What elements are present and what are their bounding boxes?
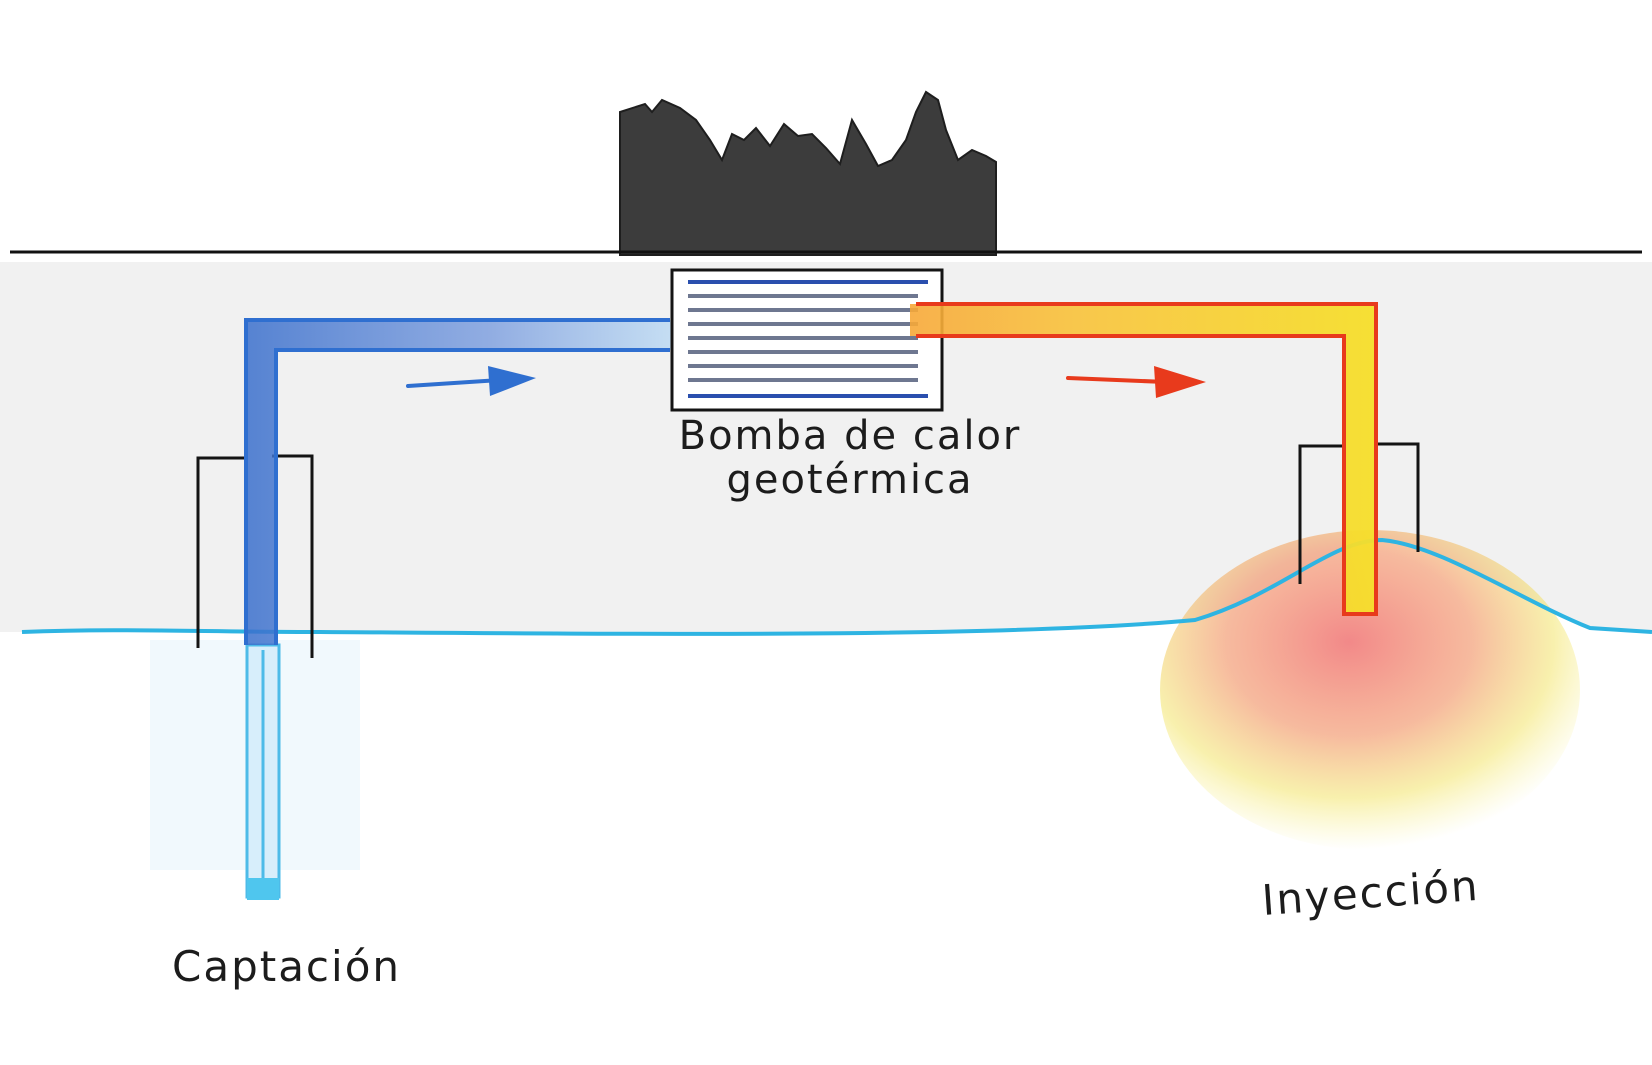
- hot-pipe-outline: [916, 302, 1378, 616]
- cold-flow-arrow: [406, 366, 536, 396]
- water-table-line: [21, 537, 1652, 636]
- capture-well-tip: [247, 878, 279, 900]
- hot-plume: [1160, 530, 1580, 850]
- cold-pipe-outline: [244, 318, 670, 645]
- building-silhouette: [619, 90, 997, 256]
- capture-well-casing: [196, 454, 314, 658]
- injection-well-casing: [1298, 442, 1420, 584]
- heat-pump-unit: [670, 268, 944, 412]
- hot-flow-arrow: [1066, 366, 1206, 398]
- capture-label: Captación: [172, 942, 402, 991]
- heat-pump-label: Bomba de calor geotérmica: [678, 413, 1022, 503]
